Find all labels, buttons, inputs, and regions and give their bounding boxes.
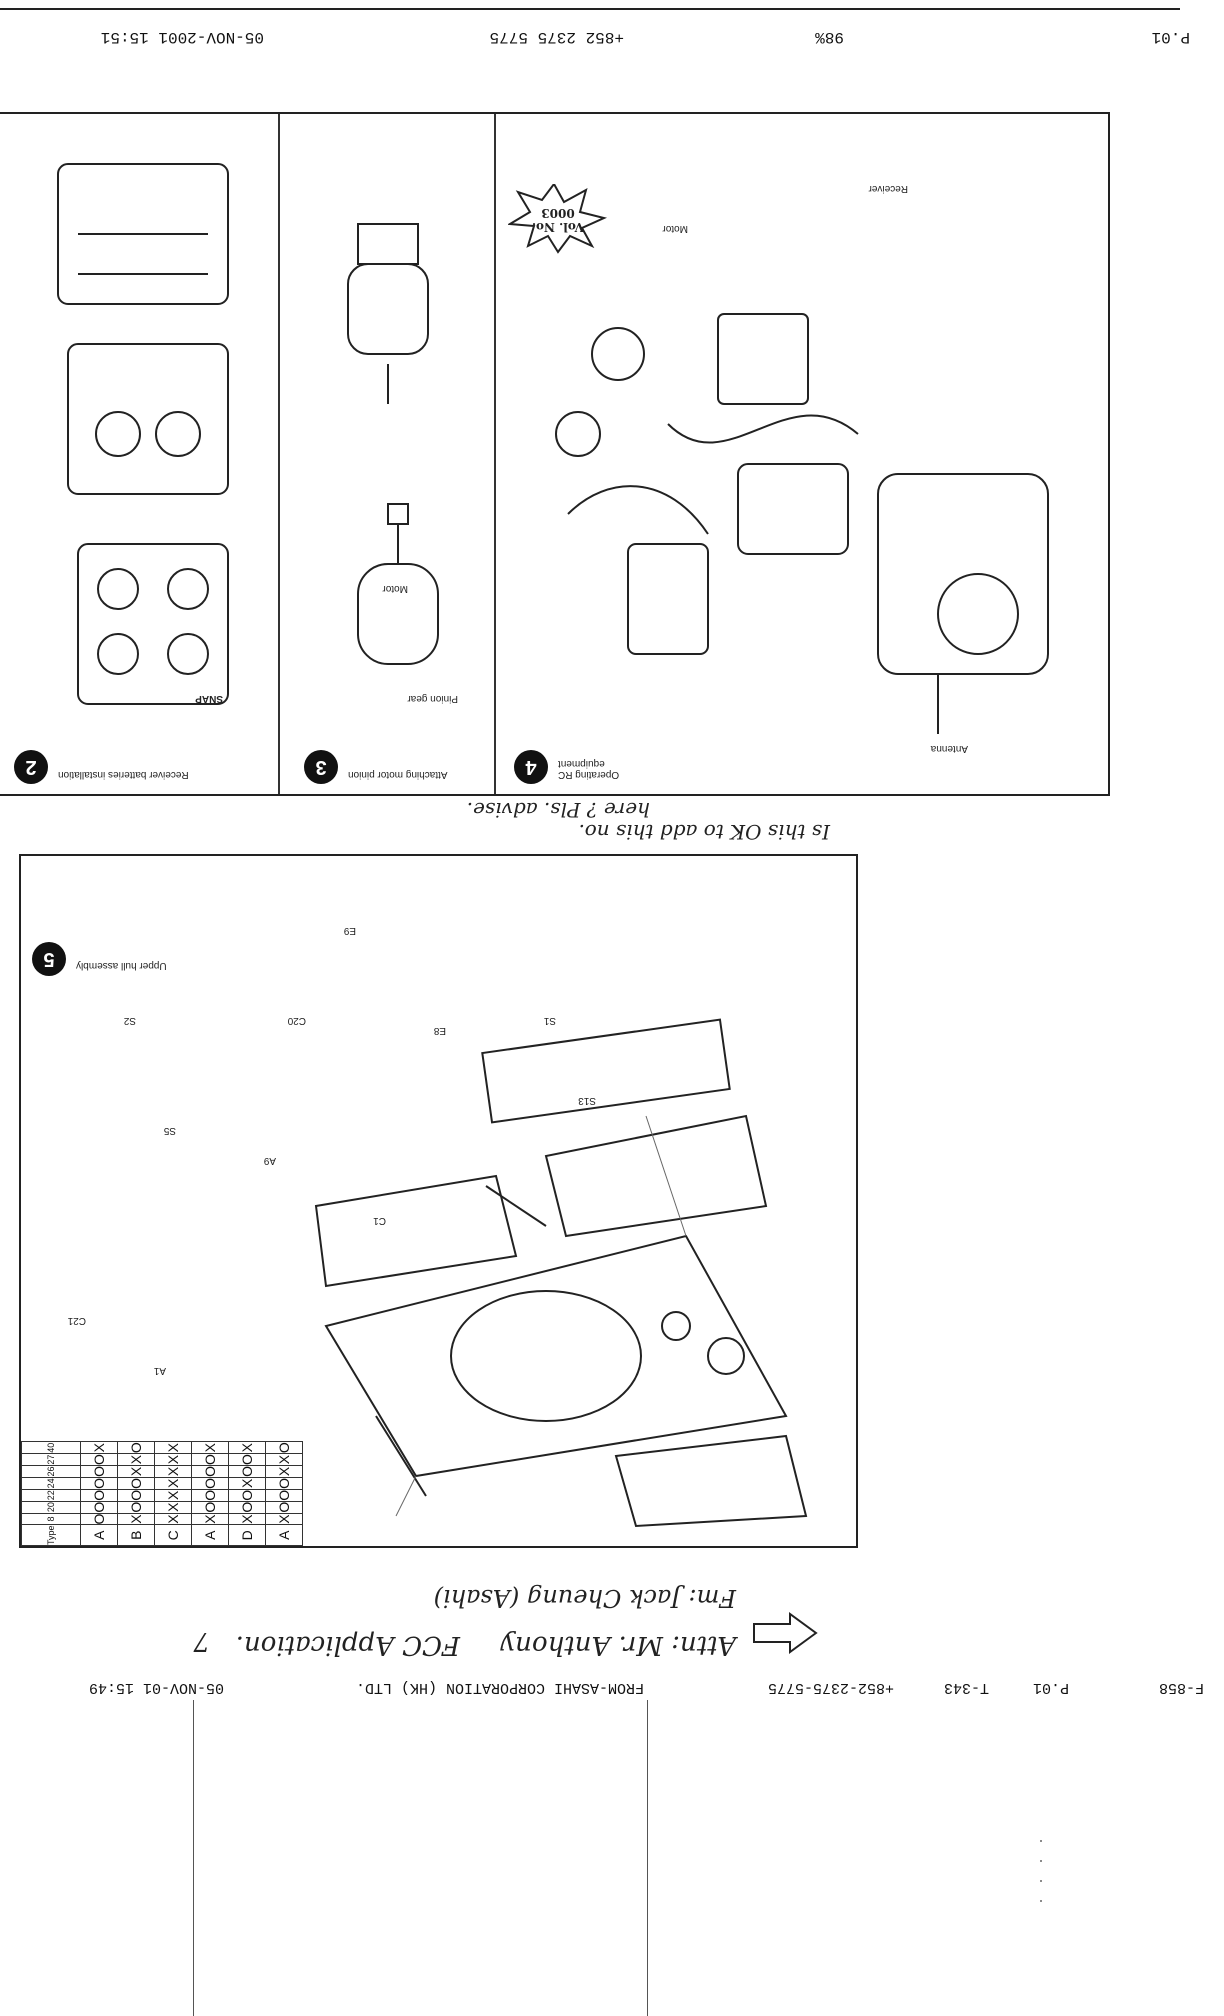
mid-from: FROM-ASAHI CORPORATION (HK) LTD.	[355, 1679, 644, 1696]
header-percent: 98%	[815, 28, 844, 46]
step-3-title: Attaching motor pinion	[348, 769, 448, 780]
step-3-pinion-label: Pinion gear	[407, 693, 458, 704]
cover-note: Attn: Mr. Anthony FCC Application. Fm: J…	[180, 1572, 820, 1660]
header-datetime: 05-NOV-2001 15:51	[100, 28, 264, 46]
turret-ring	[450, 1290, 642, 1422]
cover-margin-mark: 7	[193, 1626, 210, 1656]
part-label-c1: C1	[373, 1215, 386, 1226]
step-3-motor-label: Motor	[382, 583, 408, 594]
table-header-27: 27	[21, 1453, 81, 1466]
panel-step-5: 5 Upper hull assembly S13 S1	[19, 854, 858, 1548]
table-header-type: Type	[21, 1524, 81, 1546]
transmitter	[877, 473, 1049, 675]
arrow-icon	[753, 1612, 818, 1654]
mid-form: F-858	[1158, 1679, 1204, 1696]
mid-code: T-343	[943, 1679, 989, 1696]
rc-wiring-diagram	[555, 313, 1049, 734]
part-label-s2: S2	[123, 1015, 136, 1026]
table-header-24: 24	[21, 1477, 81, 1490]
table-header-40: 40	[21, 1441, 81, 1454]
instruction-sheet: 5 Upper hull assembly S13 S1	[0, 96, 1120, 1556]
mid-phone: +852-2375-5775	[767, 1679, 894, 1696]
header-phone: +852 2375 5775	[489, 28, 624, 46]
step-2-badge: 2	[14, 750, 48, 784]
fax-header-top: P.01 98% +852 2375 5775 05-NOV-2001 15:5…	[0, 0, 1224, 70]
part-label-c20: C20	[287, 1015, 306, 1026]
fax-header-mid: F-858 P.01 T-343 +852-2375-5775 FROM-ASA…	[0, 1672, 1224, 1702]
step-5-title: Upper hull assembly	[76, 960, 167, 971]
top-rule	[0, 8, 1180, 10]
cover-attn: Attn: Mr. Anthony	[500, 1630, 736, 1660]
battery-holder-diagram	[57, 163, 229, 705]
vol-no-tag: Vol. No. 0003	[506, 182, 608, 254]
part-label-c21: C21	[67, 1315, 86, 1326]
hull-deck	[324, 1234, 788, 1478]
part-label-a1: A1	[153, 1365, 166, 1376]
hull-diagram	[314, 1018, 808, 1528]
motor-pinion-diagram	[347, 223, 439, 665]
mid-page: P.01	[1032, 1679, 1069, 1696]
cover-from: Fm: Jack Cheung (Asahi)	[433, 1584, 736, 1612]
step-4-antenna-label: Antenna	[930, 743, 968, 754]
motor-body	[357, 563, 439, 665]
step-2-snap-label: SNAP	[195, 693, 223, 704]
part-label-s5: S5	[163, 1125, 176, 1136]
panel-steps-2-4: 4 Operating RC equipment Receiver Motor …	[0, 112, 1110, 796]
step-4-badge: 4	[514, 750, 548, 784]
part-label-e8: E8	[433, 1025, 446, 1036]
handwritten-note-line1: Is this OK to add this no.	[578, 820, 830, 844]
handwritten-note-line2: here ? Pls. advise.	[466, 798, 650, 822]
mid-datetime: 05-NOV-01 15:49	[88, 1679, 224, 1696]
step-4-title: Operating RC equipment	[558, 758, 620, 780]
part-label-s1: S1	[543, 1015, 556, 1026]
table-header-26: 26	[21, 1465, 81, 1478]
table-header-22: 22	[21, 1489, 81, 1502]
divider-line-left	[193, 1700, 194, 2016]
table-header-20: 20	[21, 1501, 81, 1514]
step-2-title: Receiver batteries installation	[58, 769, 189, 780]
part-label-s13: S13	[578, 1095, 596, 1106]
divider-line-right	[647, 1700, 648, 2016]
cover-subject: FCC Application.	[235, 1630, 460, 1660]
part-label-a9: A9	[263, 1155, 276, 1166]
step-4-receiver-label: Receiver	[868, 183, 908, 194]
part-label-e9: E9	[343, 925, 356, 936]
header-page: P.01	[1151, 28, 1190, 46]
step-5-badge: 5	[32, 942, 66, 976]
sunburst-icon	[506, 182, 608, 254]
step-4-motor-label: Motor	[662, 223, 688, 234]
step-3-badge: 3	[304, 750, 338, 784]
table-header-8: 8	[21, 1513, 81, 1525]
